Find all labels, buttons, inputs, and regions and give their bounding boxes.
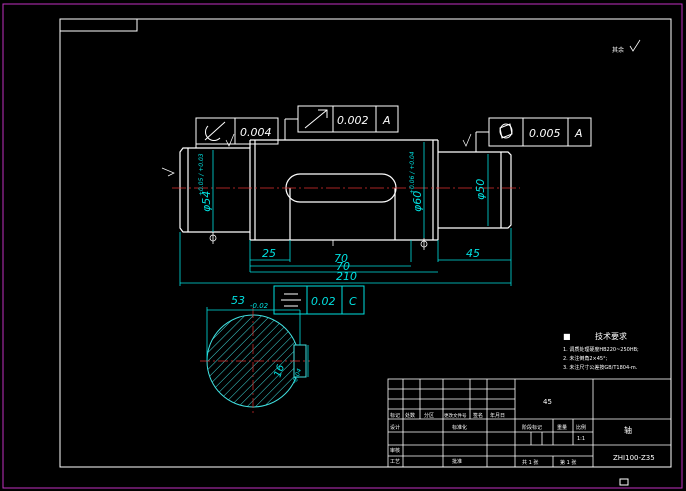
dim-key-width-tol: -0.04 [291,368,303,385]
dim-key-width: 16 [272,363,287,379]
tb-scale: 比例 [576,424,586,431]
tb-weight: 重量 [557,424,567,431]
tb-scale-value: 1:1 [577,436,585,442]
datum-marks [209,232,428,250]
runout-left-value: 0.004 [240,126,272,139]
tb-sheets: 共 1 张 [522,459,538,466]
dim-len-45: 45 [466,247,480,260]
tolerance-frame-runout-left: 0.004 [195,117,279,148]
dim-key-depth-tol: -0.02 [250,302,269,310]
tb-sheet-no: 第 1 张 [560,459,576,466]
notes-line-1: 1. 调质处理硬度HB220~250HB; [563,346,639,353]
dimension-lines [179,142,512,286]
section-view [200,308,310,414]
roughness-symbol-icon [462,133,472,147]
tb-row-label-0: 标记 [390,412,400,419]
dim-d-left-tol: +0.05 / +0.03 [198,153,205,196]
cylindricity-datum: A [574,127,583,140]
tb-approve: 批准 [452,458,462,465]
tb-part-name: 轴 [624,425,632,435]
section-dimensions [206,307,309,377]
tb-row-label-2: 分区 [424,412,434,419]
tb-row-label-1: 处数 [405,412,415,419]
roughness-symbol-icon [629,39,641,52]
total-runout-icon [304,109,328,129]
dim-d-right: φ50 [474,179,487,200]
drawing-no-box [59,18,138,32]
symmetry-icon [281,293,301,307]
dim-d-middle: φ60 [411,191,424,212]
symmetry-datum: C [349,295,357,308]
dim-d-middle-tol: +0.06 / +0.04 [409,151,416,194]
corner-mark [619,478,629,486]
dim-d-left: φ54 [200,191,213,212]
roughness-mark: 其余 [612,46,624,54]
dim-len-middle: 70 [336,260,350,273]
dim-len-25: 25 [262,247,276,260]
tb-process: 工艺 [390,459,400,465]
tb-row-label-4: 签名 [473,412,483,419]
dim-len-70: 70 [334,252,348,265]
sheet-border [2,3,683,489]
tb-design: 设计 [390,424,400,431]
tolerance-frame-runout-middle: 0.002 A [284,105,399,140]
title-block [387,378,672,468]
dim-len-210: 210 [336,270,357,283]
symmetry-value: 0.02 [311,295,336,308]
tb-row-label-3: 更改文件号 [444,412,467,419]
drawing-frame [59,18,672,468]
runout-middle-value: 0.002 [337,114,369,127]
roughness-symbol-icon [161,167,175,177]
tb-material: 45 [543,398,552,406]
tb-row-label-5: 年月日 [490,412,505,419]
roughness-symbol-icon [225,133,235,147]
tb-review: 审核 [390,447,400,454]
notes-line-3: 3. 未注尺寸公差按GB/T1804-m. [563,364,638,371]
runout-middle-datum: A [382,114,391,127]
notes-title: 技术要求 [595,331,627,341]
cylindricity-value: 0.005 [529,127,561,140]
tb-drawing-no: ZHI100-Z35 [613,454,655,462]
tolerance-frame-symmetry: 0.02 C [273,285,365,315]
tb-standardize: 标准化 [452,424,467,431]
technical-notes: ■ 技术要求 1. 调质处理硬度HB220~250HB; 2. 未注倒角2×45… [563,331,639,371]
dim-key-depth: 53 [231,294,245,307]
tolerance-frame-cylindricity-right: 0.005 A [475,117,592,152]
notes-line-2: 2. 未注倒角2×45°; [563,355,608,362]
runout-icon [204,121,226,141]
tb-stage-mark: 阶段标记 [522,424,542,431]
shaft-outline [179,139,512,241]
notes-marker: ■ [563,332,571,341]
